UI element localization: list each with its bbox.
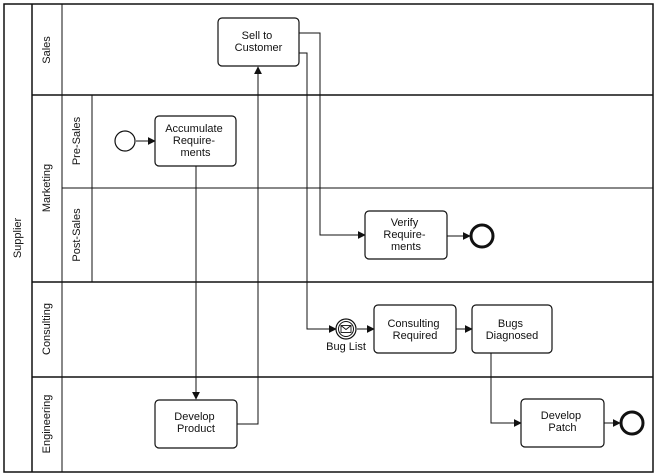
task-label: Develop Patch [541, 410, 584, 434]
develop-patch-line-1: Develop [541, 410, 581, 422]
consulting-line-2: Required [393, 330, 438, 342]
task-develop-patch[interactable]: Develop Patch [520, 398, 605, 448]
pool-frame [3, 3, 654, 473]
lane-label-engineering: Engineering [41, 395, 53, 454]
start-event[interactable] [114, 130, 136, 152]
task-label: Develop Product [174, 411, 217, 435]
accumulate-line-2: Require- [173, 135, 216, 147]
lane-label-post-sales: Post-Sales [71, 208, 83, 262]
flow-sell-to-bug-list [299, 52, 337, 333]
develop-product-line-2: Product [177, 423, 215, 435]
bug-list-event[interactable] [335, 318, 357, 340]
task-bugs-diagnosed[interactable]: Bugs Diagnosed [471, 304, 553, 354]
lane-label-consulting: Consulting [41, 303, 53, 355]
task-develop-product[interactable]: Develop Product [154, 399, 238, 449]
develop-product-line-1: Develop [174, 411, 214, 423]
envelope-icon [340, 325, 352, 333]
flow-sell-to-verify [299, 32, 366, 239]
accumulate-line-1: Accumulate [165, 123, 222, 135]
end-event-marketing[interactable] [469, 223, 495, 249]
end-event-engineering[interactable] [619, 410, 645, 436]
task-label: Accumulate Require- ments [165, 123, 226, 159]
lane-label-marketing: Marketing [41, 164, 53, 212]
accumulate-line-3: ments [181, 147, 211, 159]
develop-patch-line-2: Patch [548, 422, 576, 434]
pool-label: Supplier [12, 217, 24, 258]
task-label: Consulting Required [387, 318, 442, 342]
verify-line-1: Verify [391, 217, 419, 229]
task-label: Sell to Customer [235, 30, 283, 54]
task-label: Verify Require- ments [383, 217, 428, 253]
bug-list-event-inner [338, 321, 354, 337]
task-label: Bugs Diagnosed [486, 318, 539, 342]
task-verify-requirements[interactable]: Verify Require- ments [364, 210, 448, 260]
flow-bugs-to-develop-patch [490, 353, 522, 427]
bug-list-label: Bug List [326, 341, 366, 353]
task-consulting-required[interactable]: Consulting Required [373, 304, 457, 354]
lane-label-sales: Sales [41, 36, 53, 64]
verify-line-3: ments [391, 241, 421, 253]
task-sell-to-customer[interactable]: Sell to Customer [217, 17, 300, 67]
lane-label-pre-sales: Pre-Sales [71, 116, 83, 165]
sell-line-1: Sell to [242, 30, 273, 42]
bugs-line-1: Bugs [498, 318, 524, 330]
task-accumulate-requirements[interactable]: Accumulate Require- ments [154, 115, 237, 167]
verify-line-2: Require- [383, 229, 426, 241]
flow-develop-product-to-sell [237, 66, 262, 425]
bugs-line-2: Diagnosed [486, 330, 539, 342]
consulting-line-1: Consulting [387, 318, 439, 330]
sell-line-2: Customer [235, 42, 283, 54]
